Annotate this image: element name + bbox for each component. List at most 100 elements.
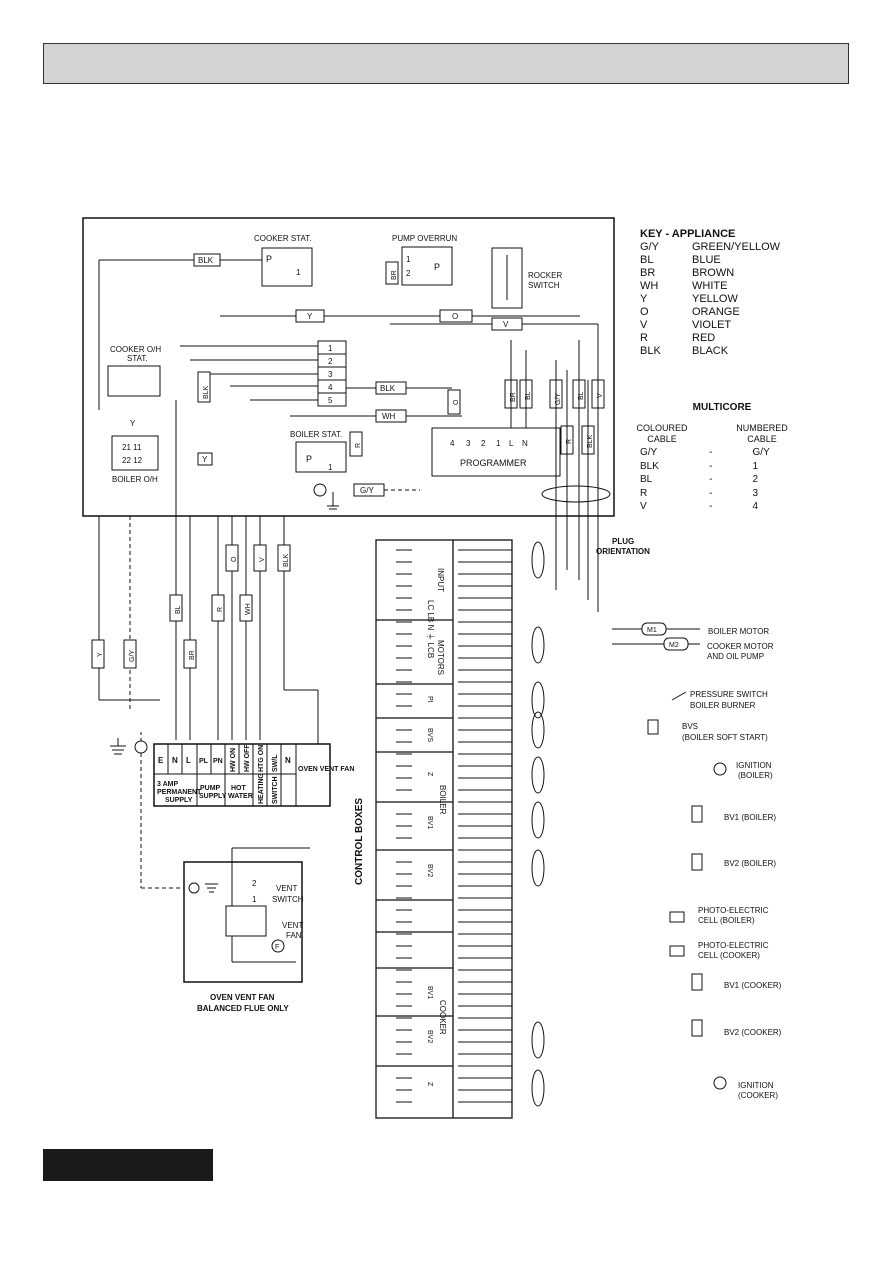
- svg-text:BLK: BLK: [198, 256, 214, 265]
- oven-vent-fan-box: [183, 861, 303, 983]
- svg-text:Z: Z: [426, 772, 433, 777]
- programmer-box: [431, 427, 561, 477]
- svg-text:2: 2: [406, 269, 411, 278]
- svg-text:4: 4: [450, 439, 455, 448]
- svg-text:V: V: [597, 393, 604, 398]
- svg-text:COOKER: COOKER: [438, 1000, 447, 1035]
- svg-text:OVEN VENT FAN: OVEN VENT FAN: [298, 766, 354, 773]
- cable-bundle: [531, 541, 545, 579]
- cable-bundle: [531, 801, 545, 839]
- svg-text:22 12: 22 12: [122, 456, 143, 465]
- svg-text:INPUT: INPUT: [436, 568, 445, 592]
- svg-text:4: 4: [328, 383, 333, 392]
- svg-text:5: 5: [328, 396, 333, 405]
- cooker-oh-stat: [107, 365, 161, 397]
- svg-text:O: O: [452, 312, 458, 321]
- key-name: BROWN: [692, 267, 735, 279]
- svg-text:AND OIL PUMP: AND OIL PUMP: [707, 652, 764, 661]
- svg-text:G/Y: G/Y: [129, 650, 136, 662]
- key-name: BLACK: [692, 345, 729, 357]
- control-boxes-title: CONTROL BOXES: [354, 798, 365, 885]
- footer-bar: [43, 1149, 213, 1181]
- key-code: G/Y: [640, 241, 659, 253]
- svg-text:21 11: 21 11: [122, 443, 142, 452]
- svg-text:P: P: [306, 454, 312, 464]
- svg-text:BV1: BV1: [426, 986, 433, 999]
- svg-text:WH: WH: [382, 412, 396, 421]
- svg-text:VENT: VENT: [282, 921, 303, 930]
- svg-text:OVEN VENT FAN: OVEN VENT FAN: [210, 993, 275, 1002]
- terminal-block: 1 2 3 4 5: [317, 340, 347, 407]
- svg-text:V: V: [259, 557, 266, 562]
- svg-text:SUPPLY: SUPPLY: [199, 793, 227, 800]
- svg-text:BLK: BLK: [283, 553, 290, 567]
- svg-text:N: N: [172, 756, 178, 765]
- svg-text:STAT.: STAT.: [127, 354, 148, 363]
- svg-text:R: R: [217, 607, 224, 612]
- svg-text:Y: Y: [130, 419, 136, 428]
- key-name: VIOLET: [692, 319, 732, 331]
- svg-text:E: E: [158, 756, 164, 765]
- svg-text:M1: M1: [647, 627, 657, 634]
- cable-bundle: [531, 849, 545, 887]
- cable-bundle: [531, 1021, 545, 1059]
- svg-text:PERMANENT: PERMANENT: [157, 789, 202, 796]
- cable-bundle: [531, 756, 545, 794]
- cable-bundle: [531, 681, 545, 719]
- cooker-stat-label: COOKER STAT.: [254, 234, 312, 243]
- svg-text:O: O: [231, 556, 238, 562]
- svg-text:N: N: [522, 439, 528, 448]
- svg-text:BV2 (BOILER): BV2 (BOILER): [724, 859, 776, 868]
- svg-text:P: P: [434, 262, 440, 272]
- key-code: Y: [640, 293, 648, 305]
- svg-text:N: N: [285, 756, 291, 765]
- svg-text:3: 3: [466, 439, 471, 448]
- svg-text:BOILER BURNER: BOILER BURNER: [690, 701, 756, 710]
- svg-text:1: 1: [328, 463, 333, 472]
- svg-text:BR: BR: [391, 270, 398, 280]
- svg-text:2: 2: [481, 439, 486, 448]
- svg-text:BV1: BV1: [426, 816, 433, 829]
- svg-text:BVS: BVS: [426, 728, 433, 742]
- svg-text:VENT: VENT: [276, 884, 297, 893]
- svg-text:1: 1: [406, 255, 411, 264]
- svg-text:LC LB N ⏚ LCB: LC LB N ⏚ LCB: [426, 600, 435, 658]
- svg-text:HEATING: HEATING: [258, 772, 265, 804]
- svg-text:BVS: BVS: [682, 722, 698, 731]
- key-title: KEY - APPLIANCE: [640, 228, 736, 240]
- svg-text:BV2: BV2: [426, 1030, 433, 1043]
- control-boxes: [375, 539, 513, 1119]
- svg-text:G/Y: G/Y: [555, 393, 562, 405]
- svg-text:BR: BR: [189, 650, 196, 660]
- key-name: WHITE: [692, 280, 728, 292]
- key-code: BL: [640, 254, 654, 266]
- svg-text:CELL (BOILER): CELL (BOILER): [698, 916, 755, 925]
- svg-text:WATER: WATER: [228, 793, 253, 800]
- svg-text:1: 1: [296, 268, 301, 277]
- svg-text:SWITCH: SWITCH: [528, 281, 560, 290]
- svg-text:BL: BL: [525, 391, 532, 400]
- appliance-frame: [82, 217, 615, 517]
- multicore-col2: NUMBERED CABLE: [736, 423, 788, 444]
- svg-text:BL: BL: [175, 605, 182, 614]
- svg-text:BL: BL: [578, 391, 585, 400]
- cooker-stat-box: [261, 247, 313, 287]
- boiler-stat-box: [295, 441, 347, 473]
- svg-text:HTG ON: HTG ON: [258, 745, 265, 772]
- svg-text:1: 1: [496, 439, 501, 448]
- svg-text:3 AMP: 3 AMP: [157, 781, 178, 788]
- svg-text:PHOTO-ELECTRIC: PHOTO-ELECTRIC: [698, 906, 769, 915]
- svg-text:PRESSURE SWITCH: PRESSURE SWITCH: [690, 690, 768, 699]
- svg-text:(BOILER): (BOILER): [738, 771, 773, 780]
- svg-text:O: O: [453, 399, 460, 405]
- key-code: BR: [640, 267, 656, 279]
- svg-text:L: L: [509, 439, 514, 448]
- svg-text:CELL (COOKER): CELL (COOKER): [698, 951, 760, 960]
- key-code: WH: [640, 280, 659, 292]
- svg-text:SWITCH: SWITCH: [272, 895, 304, 904]
- svg-text:COOKER MOTOR: COOKER MOTOR: [707, 642, 774, 651]
- svg-text:BOILER: BOILER: [438, 785, 447, 815]
- multicore-title: MULTICORE: [692, 402, 752, 413]
- key-code: R: [640, 332, 648, 344]
